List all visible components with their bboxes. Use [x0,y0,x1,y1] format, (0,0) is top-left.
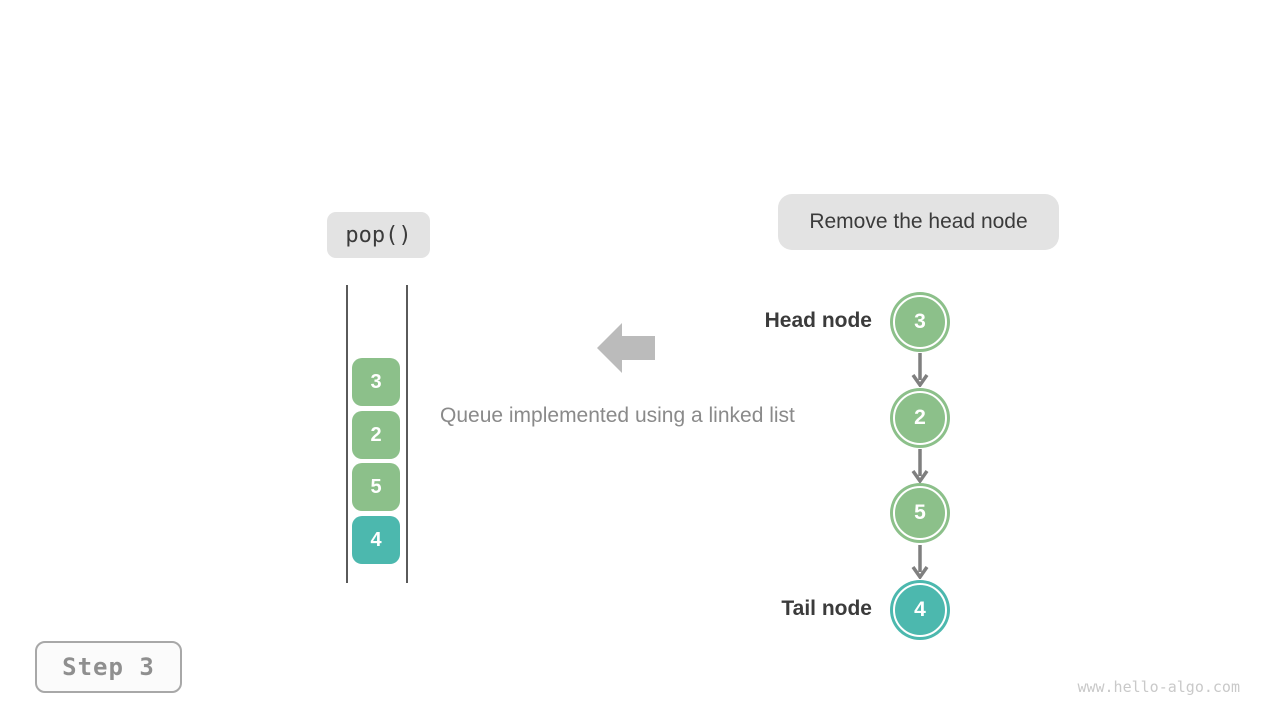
list-node: 4 [890,580,950,640]
head-node-label: Head node [764,309,872,332]
watermark: www.hello-algo.com [1077,678,1240,696]
list-node-value: 4 [914,598,926,621]
queue-item: 4 [352,516,400,564]
operation-label: pop() [345,222,412,248]
operation-badge: pop() [327,212,430,258]
queue-item-value: 2 [370,423,382,446]
queue-item: 2 [352,411,400,459]
queue-rail-left [346,285,348,583]
queue-item-value: 4 [370,528,382,551]
down-arrow-icon [911,449,929,483]
queue-item-value: 3 [370,370,382,393]
caption: Queue implemented using a linked list [440,404,795,427]
step-badge: Step 3 [35,641,182,693]
list-node-value: 2 [914,406,926,429]
queue-rail-right [406,285,408,583]
annotation-badge: Remove the head node [778,194,1059,250]
list-node: 2 [890,388,950,448]
queue-item: 3 [352,358,400,406]
down-arrow-icon [911,545,929,579]
down-arrow-icon [911,353,929,387]
left-arrow-icon [597,323,655,373]
queue-item-value: 5 [370,475,382,498]
list-node-value: 3 [914,310,926,333]
list-node: 5 [890,483,950,543]
tail-node-label: Tail node [781,597,872,620]
list-node: 3 [890,292,950,352]
annotation-label: Remove the head node [809,210,1028,233]
list-node-value: 5 [914,501,926,524]
queue-item: 5 [352,463,400,511]
step-label: Step 3 [62,653,155,681]
